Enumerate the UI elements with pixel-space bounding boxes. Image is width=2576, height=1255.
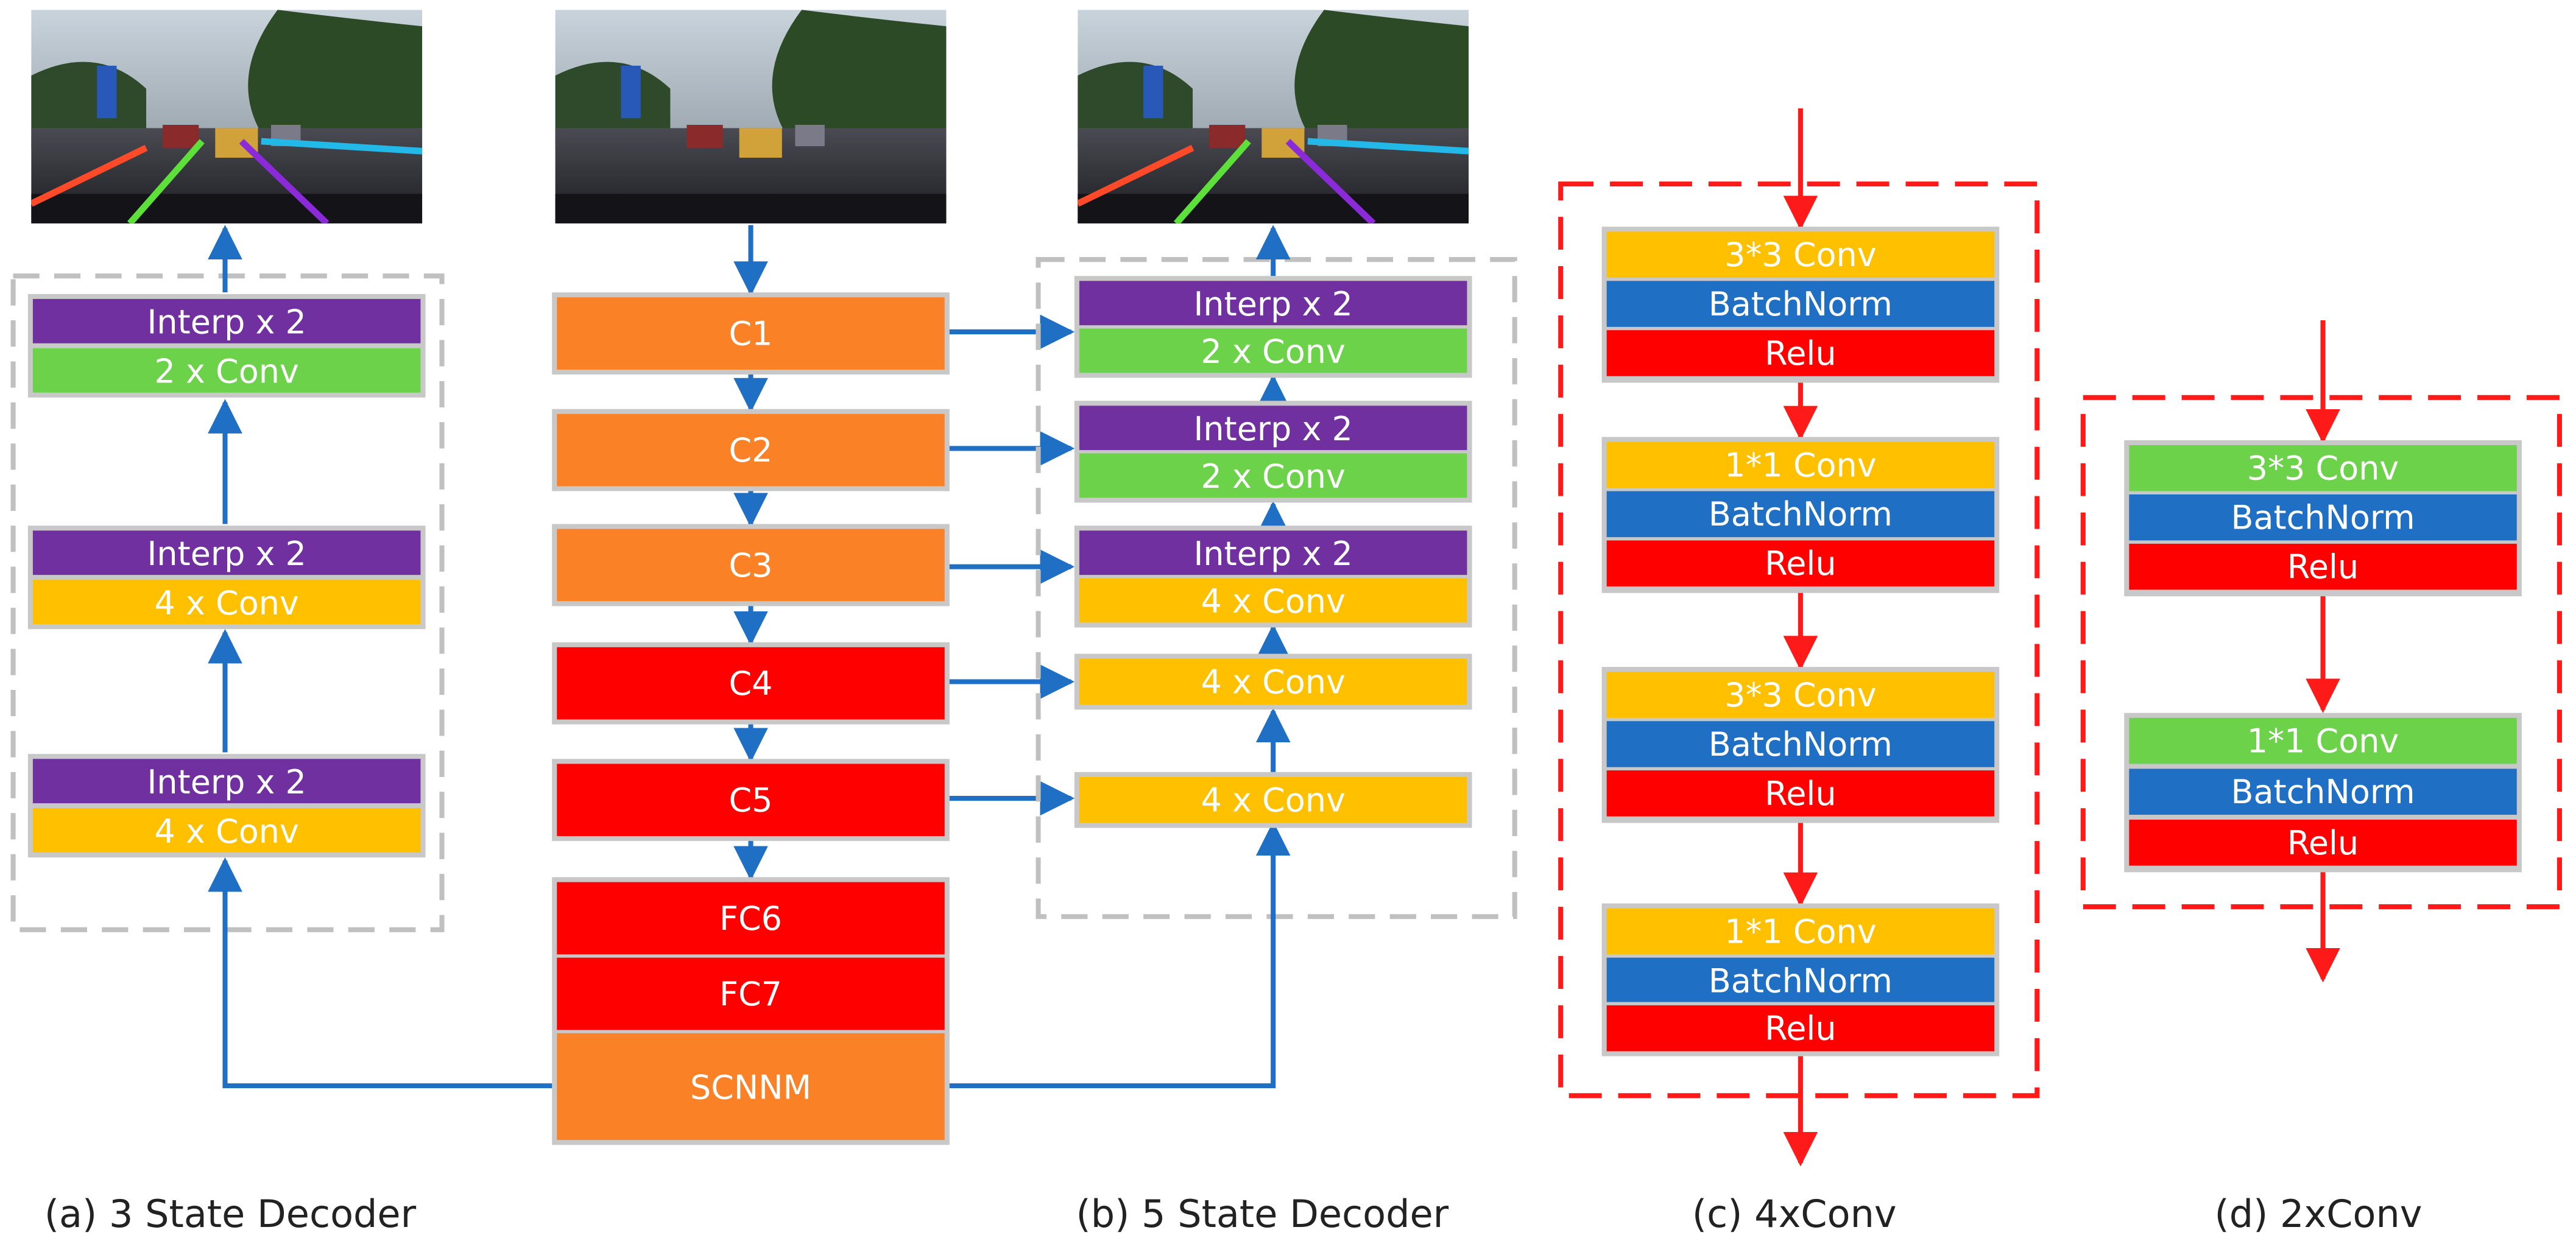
caption-a: (a) 3 State Decoder	[44, 1194, 417, 1237]
d-unit-2-conv: 1*1 Conv	[2129, 717, 2517, 764]
arrow-scnnm-to-b	[948, 821, 1291, 1089]
c-unit-2: 1*1 Conv BatchNorm Relu	[1601, 437, 2000, 593]
c-unit-3-conv: 3*3 Conv	[1606, 672, 1995, 718]
encoder-c1-label: C1	[557, 297, 945, 370]
c-unit-3-relu: Relu	[1606, 770, 1995, 817]
caption-c: (c) 4xConv	[1692, 1194, 1897, 1237]
encoder-c5: C5	[552, 759, 950, 842]
a-stage-3-conv: 4 x Conv	[32, 808, 421, 853]
b-stage-3-interp: Interp x 2	[1079, 530, 1467, 575]
b-stage-5-conv: 4 x Conv	[1079, 776, 1467, 823]
encoder-head: FC6 FC7 SCNNM	[552, 877, 950, 1145]
c-unit-2-conv: 1*1 Conv	[1606, 441, 1995, 488]
a-stage-3: Interp x 2 4 x Conv	[27, 754, 426, 858]
b-stage-3: Interp x 2 4 x Conv	[1074, 526, 1472, 628]
a-stage-2: Interp x 2 4 x Conv	[27, 526, 426, 630]
b-stage-1: Interp x 2 2 x Conv	[1074, 276, 1472, 378]
c-unit-3-batchnorm: BatchNorm	[1606, 721, 1995, 767]
c-unit-1-conv: 3*3 Conv	[1606, 231, 1995, 278]
b-stage-4-conv: 4 x Conv	[1079, 658, 1467, 705]
encoder-c2: C2	[552, 409, 950, 491]
d-unit-1-relu: Relu	[2129, 543, 2517, 590]
encoder-c5-label: C5	[557, 764, 945, 837]
b-stage-2-interp: Interp x 2	[1079, 406, 1467, 451]
encoder-fc6: FC6	[557, 882, 945, 955]
encoder-c3: C3	[552, 524, 950, 606]
encoder-c4-label: C4	[557, 647, 945, 720]
c-unit-1: 3*3 Conv BatchNorm Relu	[1601, 227, 2000, 383]
c-unit-4-conv: 1*1 Conv	[1606, 908, 1995, 955]
encoder-scnnm: SCNNM	[557, 1033, 945, 1141]
d-unit-1-conv: 3*3 Conv	[2129, 445, 2517, 491]
d-unit-2-batchnorm: BatchNorm	[2129, 768, 2517, 815]
d-unit-2: 1*1 Conv BatchNorm Relu	[2124, 712, 2522, 873]
a-stage-1-interp: Interp x 2	[32, 298, 421, 343]
b-stage-2-conv: 2 x Conv	[1079, 453, 1467, 498]
b-stage-4: 4 x Conv	[1074, 653, 1472, 710]
a-stage-2-interp: Interp x 2	[32, 530, 421, 575]
a-stage-2-conv: 4 x Conv	[32, 580, 421, 625]
a-stage-1-conv: 2 x Conv	[32, 348, 421, 393]
b-stage-2: Interp x 2 2 x Conv	[1074, 401, 1472, 503]
encoder-fc7: FC7	[557, 957, 945, 1030]
a-stage-1: Interp x 2 2 x Conv	[27, 294, 426, 398]
a-stage-3-interp: Interp x 2	[32, 759, 421, 804]
encoder-c3-label: C3	[557, 529, 945, 602]
encoder-c2-label: C2	[557, 413, 945, 487]
c-unit-4-relu: Relu	[1606, 1005, 1995, 1052]
b-stage-3-conv: 4 x Conv	[1079, 578, 1467, 623]
encoder-c1: C1	[552, 292, 950, 375]
caption-d: (d) 2xConv	[2214, 1194, 2422, 1237]
c-unit-4-batchnorm: BatchNorm	[1606, 957, 1995, 1002]
b-stage-5: 4 x Conv	[1074, 772, 1472, 828]
c-unit-2-relu: Relu	[1606, 540, 1995, 587]
road-output-image-b	[1078, 10, 1469, 223]
arrow-scnnm-to-a	[208, 857, 556, 1089]
d-unit-2-relu: Relu	[2129, 820, 2517, 866]
c-unit-3: 3*3 Conv BatchNorm Relu	[1601, 667, 2000, 823]
road-input-image	[555, 10, 947, 223]
panel-b-dashed-frame	[1036, 257, 1517, 919]
road-output-image-a	[31, 10, 423, 223]
c-unit-4: 1*1 Conv BatchNorm Relu	[1601, 903, 2000, 1056]
b-stage-1-interp: Interp x 2	[1079, 281, 1467, 326]
d-unit-1: 3*3 Conv BatchNorm Relu	[2124, 440, 2522, 597]
c-unit-1-relu: Relu	[1606, 330, 1995, 376]
c-unit-1-batchnorm: BatchNorm	[1606, 281, 1995, 327]
b-stage-1-conv: 2 x Conv	[1079, 328, 1467, 373]
c-unit-2-batchnorm: BatchNorm	[1606, 491, 1995, 538]
d-unit-1-batchnorm: BatchNorm	[2129, 494, 2517, 541]
encoder-c4: C4	[552, 642, 950, 725]
caption-b: (b) 5 State Decoder	[1076, 1194, 1449, 1237]
